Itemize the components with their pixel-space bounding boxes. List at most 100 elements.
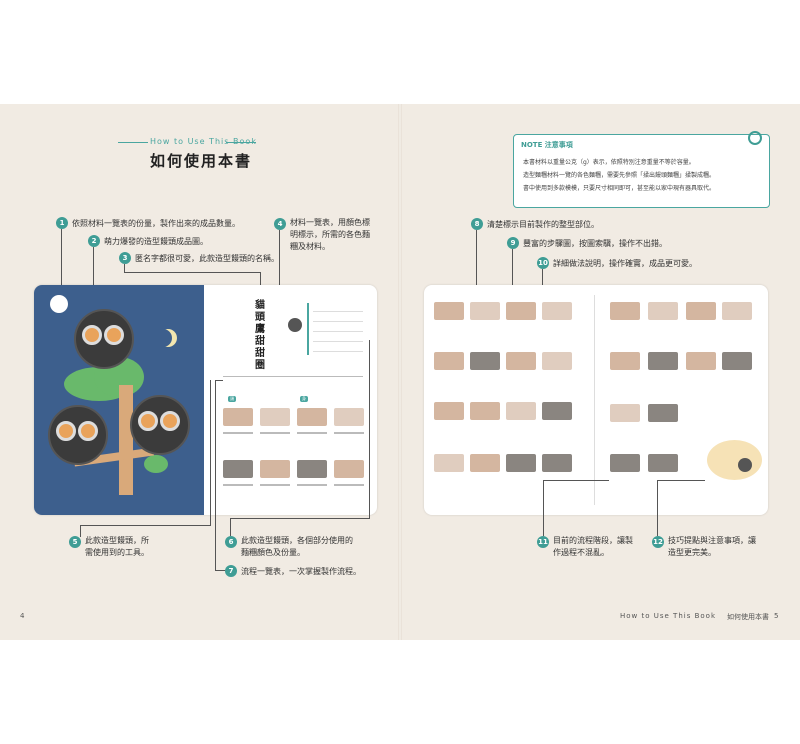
callout-badge: 5 (69, 536, 81, 548)
step-caption (223, 484, 253, 486)
leader-line (124, 272, 260, 273)
leader-line (260, 272, 261, 290)
callout-text: 詳細做法說明，操作確實，成品更可愛。 (553, 259, 697, 268)
leader-line (215, 380, 223, 381)
step-photo (506, 454, 536, 472)
book-gutter (398, 104, 402, 640)
leader-line (476, 230, 477, 304)
step-photo (297, 460, 327, 478)
step-photo (434, 302, 464, 320)
quantity-badge (50, 295, 68, 313)
callout-badge: 11 (537, 536, 549, 548)
leader-line (124, 264, 125, 272)
page-eyebrow: How to Use This Book (150, 137, 257, 146)
owl-mascot (738, 458, 752, 472)
owl-eye (82, 325, 102, 345)
step-photo (610, 352, 640, 370)
callout-badge: 12 (652, 536, 664, 548)
leader-line (543, 480, 609, 481)
sample-right-page (424, 285, 768, 515)
callout-text: 匿名字都很可愛，此款造型饅頭的名稱。 (135, 254, 279, 263)
step-label: 身 (300, 396, 308, 402)
step-caption (260, 484, 290, 486)
leader-line (657, 480, 658, 536)
owl-bun (130, 395, 190, 455)
step-photo (648, 404, 678, 422)
callout-badge: 3 (119, 252, 131, 264)
leader-line (543, 480, 544, 536)
note-box: NOTE 注意事項 本書材料以重量公克（g）表示，依照特別注意重量不等於容量。 … (513, 134, 770, 208)
callout-text: 流程一覽表，一次掌握製作流程。 (241, 567, 361, 576)
table-row (313, 311, 363, 312)
step-photo (434, 402, 464, 420)
step-photo (648, 454, 678, 472)
leader-line (80, 525, 211, 526)
owl-bun (74, 309, 134, 369)
callout-text: 此款造型饅頭，各個部分使用的麵糰顏色及份量。 (241, 536, 353, 557)
step-photo (334, 408, 364, 426)
callout-text: 萌力爆發的造型饅頭成品圖。 (104, 237, 208, 246)
leader-line (369, 340, 370, 518)
note-line: 本書材料以重量公克（g）表示，依照特別注意重量不等於容量。 (523, 159, 695, 166)
step-photo (506, 352, 536, 370)
owl-eye (104, 325, 124, 345)
table-row (313, 331, 363, 332)
owl-eye (138, 411, 158, 431)
owl-eye (78, 421, 98, 441)
note-title: NOTE 注意事項 (521, 141, 573, 149)
step-caption (223, 432, 253, 434)
step-photo (297, 408, 327, 426)
callout-text: 材料一覽表，用顏色標明標示，所需的各色麵糰及材料。 (290, 218, 370, 251)
step-caption (334, 432, 364, 434)
step-photo (686, 302, 716, 320)
step-photo (223, 408, 253, 426)
step-photo (223, 460, 253, 478)
note-line: 書中使用到多款模模，只要尺寸相同即可，甚至能以家中現有器具取代。 (523, 185, 716, 192)
page-number-right: 5 (774, 612, 779, 620)
leader-line (80, 525, 81, 537)
callout-text: 目前的流程階段，讓製作過程不混亂。 (553, 536, 633, 557)
step-photo (542, 302, 572, 320)
step-photo (722, 352, 752, 370)
step-caption (297, 484, 327, 486)
step-photo (610, 404, 640, 422)
leader-line (230, 518, 231, 536)
leader-line (215, 380, 216, 570)
step-photo (542, 402, 572, 420)
step-photo (542, 352, 572, 370)
step-photo (506, 302, 536, 320)
table-row (313, 351, 363, 352)
tree-leaf (144, 455, 168, 473)
sample-vertical-title: 貓頭鷹甜甜圈 (255, 300, 265, 371)
owl-bun (48, 405, 108, 465)
note-line: 造型麵糰材料一覽的各色麵糰，需要先參照「揉出饅頭麵糰」揉製成糰。 (523, 172, 716, 179)
step-label: 頭 (228, 396, 236, 402)
step-photo (722, 302, 752, 320)
step-photo (470, 402, 500, 420)
title-rule-left (118, 142, 148, 143)
footer-title: 如何使用本書 (727, 613, 769, 621)
page-divider (594, 295, 595, 505)
title-rule-right (226, 142, 256, 143)
step-photo (260, 408, 290, 426)
step-photo (334, 460, 364, 478)
step-photo (434, 454, 464, 472)
step-photo (686, 352, 716, 370)
step-photo (470, 352, 500, 370)
materials-table (307, 303, 369, 355)
step-caption (260, 432, 290, 434)
step-photo (434, 352, 464, 370)
callout-badge: 10 (537, 257, 549, 269)
owl-photo (34, 285, 204, 515)
step-photo (506, 402, 536, 420)
callout-badge: 2 (88, 235, 100, 247)
callout-text: 依照材料一覽表的份量，製作出來的成品數量。 (72, 219, 240, 228)
owl-eye (160, 411, 180, 431)
page-title: 如何使用本書 (150, 152, 253, 170)
step-photo (648, 302, 678, 320)
owl-eye (56, 421, 76, 441)
table-row (313, 341, 363, 342)
callout-badge: 4 (274, 218, 286, 230)
step-photo (610, 454, 640, 472)
step-photo (260, 460, 290, 478)
